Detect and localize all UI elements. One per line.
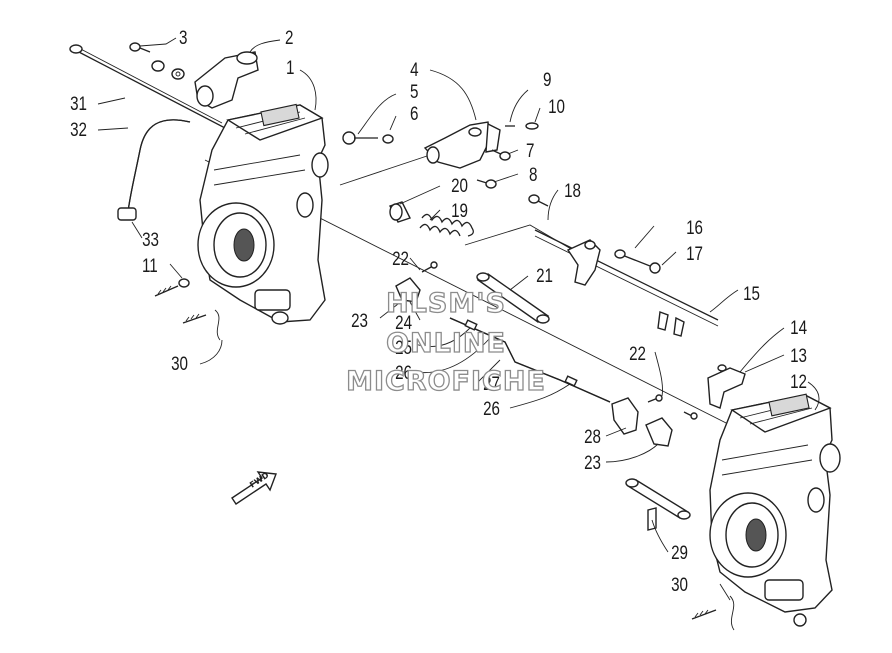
throttle-shaft bbox=[528, 194, 719, 337]
right-carburetor bbox=[709, 393, 841, 627]
callout-6: 6 bbox=[410, 102, 418, 124]
callout-26-right: 26 bbox=[483, 397, 500, 419]
left-idle-screw bbox=[154, 278, 190, 297]
callout-12: 12 bbox=[790, 370, 807, 392]
callout-16: 16 bbox=[686, 216, 703, 238]
callout-2: 2 bbox=[285, 26, 293, 48]
right-bracket bbox=[707, 364, 746, 409]
right-adjust-screw bbox=[691, 595, 735, 631]
callout-19: 19 bbox=[451, 199, 468, 221]
bushing bbox=[389, 201, 411, 223]
right-link-clip bbox=[611, 394, 698, 447]
callout-30-right: 30 bbox=[671, 573, 688, 595]
callout-21: 21 bbox=[536, 264, 553, 286]
callout-31: 31 bbox=[70, 92, 87, 114]
callout-8: 8 bbox=[529, 163, 537, 185]
callout-23-right: 23 bbox=[584, 451, 601, 473]
watermark: HLSM'S ONLINE MICROFICHE bbox=[345, 287, 546, 397]
callout-11: 11 bbox=[142, 254, 158, 276]
callout-9: 9 bbox=[543, 68, 551, 90]
watermark-line-2: ONLINE bbox=[386, 328, 506, 359]
sync-sleeve bbox=[476, 272, 550, 324]
small-screws bbox=[476, 122, 539, 189]
callout-29: 29 bbox=[671, 541, 688, 563]
forward-direction-arrow: FWD bbox=[231, 470, 277, 505]
fuel-tee-fitting bbox=[625, 478, 691, 531]
callout-3: 3 bbox=[179, 26, 187, 48]
callout-18: 18 bbox=[564, 179, 581, 201]
intake-elbow bbox=[194, 51, 259, 109]
callout-17: 17 bbox=[686, 242, 703, 264]
callout-24: 24 bbox=[395, 311, 412, 333]
callout-30-left: 30 bbox=[171, 352, 188, 374]
callout-33: 33 bbox=[142, 228, 159, 250]
sync-rod bbox=[449, 317, 611, 403]
callout-27: 27 bbox=[483, 372, 500, 394]
throttle-bracket bbox=[423, 121, 501, 169]
callout-22-right: 22 bbox=[629, 342, 646, 364]
callout-13: 13 bbox=[790, 344, 807, 366]
left-adjust-screw bbox=[182, 309, 221, 341]
callout-26-left: 26 bbox=[395, 361, 412, 383]
callout-22-left: 22 bbox=[392, 247, 409, 269]
callout-labels: 1 2 3 4 5 6 7 8 9 10 11 12 13 14 15 16 1… bbox=[70, 26, 807, 595]
callout-7: 7 bbox=[526, 139, 534, 161]
fuel-line bbox=[117, 119, 191, 221]
callout-14: 14 bbox=[790, 316, 807, 338]
callout-28: 28 bbox=[584, 425, 601, 447]
through-bolt bbox=[69, 44, 226, 129]
watermark-line-1: HLSM'S bbox=[386, 288, 506, 319]
callout-5: 5 bbox=[410, 80, 418, 102]
callout-20: 20 bbox=[451, 174, 468, 196]
bracket-screw bbox=[342, 131, 394, 145]
left-carburetor bbox=[197, 103, 329, 325]
left-link-clip bbox=[395, 261, 438, 303]
callout-10: 10 bbox=[548, 95, 565, 117]
screw-washer-set bbox=[129, 42, 185, 80]
return-spring bbox=[419, 213, 474, 237]
callout-32: 32 bbox=[70, 118, 87, 140]
lever-screw bbox=[614, 249, 661, 274]
callout-4: 4 bbox=[410, 58, 419, 80]
callout-25: 25 bbox=[395, 336, 412, 358]
callout-23-left: 23 bbox=[351, 309, 368, 331]
callout-15: 15 bbox=[743, 282, 760, 304]
leader-lines bbox=[97, 37, 820, 601]
watermark-line-3: MICROFICHE bbox=[346, 366, 546, 397]
callout-1: 1 bbox=[286, 56, 294, 78]
